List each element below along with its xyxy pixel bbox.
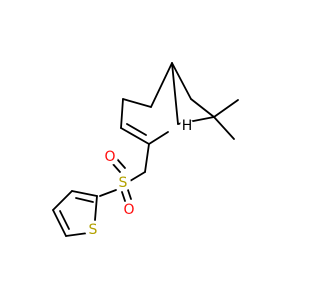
bond-thio-c3-c2-inner [75, 197, 94, 203]
molecule-structure: S O O S H [52, 62, 239, 238]
bond-vinyl-ch2 [144, 143, 150, 173]
bond-thio-c2-s [94, 195, 98, 221]
bond-bridge-top-left [150, 62, 173, 108]
atom-o-bottom-label: O [123, 202, 134, 218]
bond-ring-lower-right [148, 131, 169, 145]
bond-thio-c3-c2 [71, 190, 98, 197]
bond-thio-c4-c3 [52, 190, 73, 211]
atom-o-top-label: O [104, 149, 115, 165]
bond-sulfonyl-thiophene [99, 189, 117, 197]
bond-ring-left [120, 98, 124, 129]
bond-ring-upper-left [122, 98, 152, 108]
bond-so-bottom-b [127, 189, 132, 200]
bond-methyl-bottom [213, 116, 235, 140]
atom-s-sulfonyl-label: S [119, 175, 128, 191]
atom-h-bridgehead-label: H [182, 118, 193, 134]
bond-ring-double-inner [126, 123, 147, 136]
bond-ring-double-outer [120, 127, 150, 145]
molecule-canvas: S O O S H [52, 62, 239, 238]
atom-s-thiophene-label: S [89, 222, 98, 238]
atom-s-thiophene: S [85, 222, 101, 238]
atom-o-bottom: O [121, 202, 137, 218]
bond-bridge-top-down [171, 62, 179, 125]
bond-so-top-a [111, 162, 121, 173]
bond-bridge-top-right [171, 62, 192, 100]
atom-h-bridgehead: H [180, 118, 194, 134]
bond-upper-gem [190, 98, 215, 118]
bond-so-top-b [116, 158, 126, 169]
atom-s-sulfonyl: S [115, 175, 131, 191]
bond-methyl-top [213, 99, 239, 118]
bond-thio-c4-c5-inner [59, 210, 70, 230]
bond-so-bottom-a [121, 191, 126, 202]
bond-thio-c5-c4 [52, 209, 67, 237]
bond-thio-s-c5 [65, 232, 89, 237]
atom-o-top: O [102, 149, 118, 165]
bond-ch2-sulfonyl [129, 171, 146, 182]
